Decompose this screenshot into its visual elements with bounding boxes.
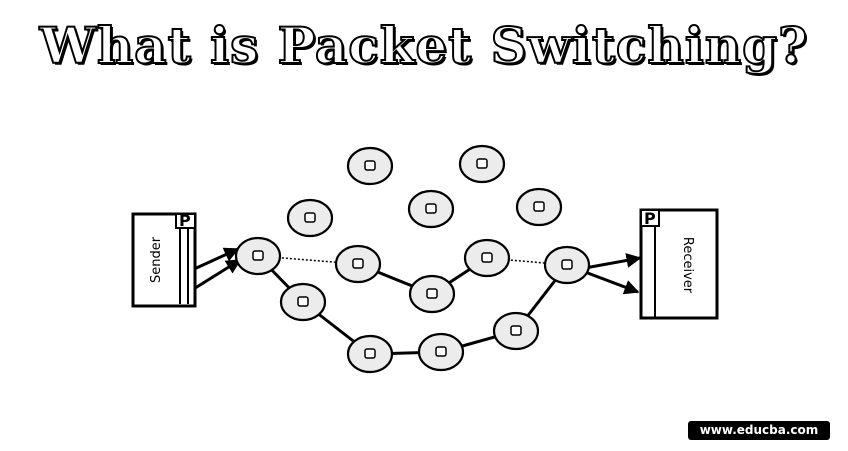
router-node	[334, 244, 382, 284]
receiver-node: P Receiver	[639, 208, 719, 320]
router-node	[346, 146, 394, 186]
router-node	[543, 245, 591, 285]
receiver-arrow-lower	[584, 270, 640, 295]
page-title: What is Packet Switching?	[39, 15, 809, 76]
sender-label: Sender	[149, 236, 164, 283]
sender-box	[131, 212, 197, 308]
router-nodes	[234, 144, 591, 374]
receiver-label: Receiver	[680, 237, 695, 294]
router-node	[492, 311, 540, 351]
receiver-tag: P	[644, 209, 656, 228]
watermark-badge: www.educba.com	[688, 421, 830, 440]
router-node	[286, 198, 334, 238]
router-node	[346, 334, 394, 374]
router-node	[458, 144, 506, 184]
sender-node: P Sender	[131, 211, 197, 308]
router-node	[234, 236, 282, 276]
receiver-box	[639, 208, 719, 320]
router-node	[515, 187, 563, 227]
router-node	[408, 274, 456, 314]
router-node	[407, 189, 455, 229]
sender-tag: P	[179, 211, 191, 230]
router-node	[279, 282, 327, 322]
sender-arrow-lower	[191, 258, 242, 292]
router-node	[417, 332, 465, 372]
sender-arrow-upper	[191, 247, 240, 272]
router-node	[463, 238, 511, 278]
receiver-arrow-upper	[584, 253, 642, 270]
